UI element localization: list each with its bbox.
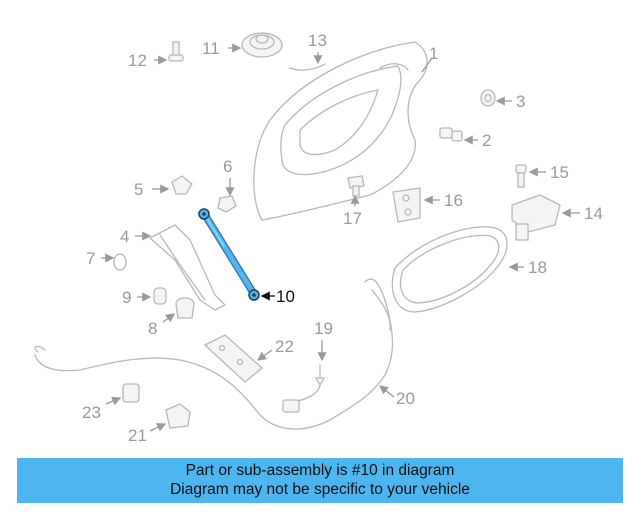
callout-7: 7 [86, 249, 95, 268]
callout-4: 4 [120, 227, 129, 246]
part-16 [392, 187, 421, 223]
part-14 [511, 194, 561, 241]
callout-22: 22 [275, 337, 294, 356]
part-17 [347, 175, 365, 197]
gas-strut-part-10[interactable] [198, 208, 260, 301]
parts-diagram: 1 2 3 11 12 13 15 14 [34, 31, 603, 445]
callout-19: 19 [314, 319, 333, 338]
callout-14: 14 [584, 204, 603, 223]
banner-line-1: Part or sub-assembly is #10 in diagram [185, 462, 455, 479]
callout-9: 9 [122, 288, 131, 307]
part-18 [391, 226, 508, 313]
part-4 [149, 224, 226, 311]
connector [282, 399, 300, 413]
part-23 [122, 383, 140, 403]
part-15 [515, 164, 527, 188]
callout-1: 1 [429, 44, 438, 63]
callout-12: 12 [128, 51, 147, 70]
trunk-lid [253, 41, 428, 221]
info-banner: Part or sub-assembly is #10 in diagram D… [17, 458, 623, 503]
part-3 [480, 89, 496, 107]
callout-13: 13 [308, 31, 327, 50]
callout-15: 15 [550, 163, 569, 182]
callout-6: 6 [223, 157, 232, 176]
callout-21: 21 [128, 426, 147, 445]
part-7 [113, 253, 127, 271]
callout-2: 2 [482, 131, 491, 150]
part-12 [168, 41, 184, 62]
callout-11: 11 [202, 39, 220, 58]
callout-3: 3 [516, 92, 525, 111]
part-8 [175, 297, 195, 319]
part-22 [203, 334, 263, 383]
callout-20: 20 [396, 389, 415, 408]
part-13 [289, 63, 326, 71]
part-2 [439, 127, 463, 142]
part-5 [171, 175, 193, 195]
part-6 [217, 195, 237, 213]
callout-5: 5 [134, 180, 143, 199]
callout-8: 8 [148, 319, 157, 338]
callout-16: 16 [444, 191, 463, 210]
callout-18: 18 [528, 258, 547, 277]
part-21 [165, 403, 191, 429]
callout-23: 23 [82, 403, 101, 422]
banner-line-2: Diagram may not be specific to your vehi… [170, 481, 470, 498]
part-9 [153, 287, 167, 305]
callout-10: 10 [276, 287, 295, 306]
part-19 [315, 364, 325, 386]
callout-17: 17 [343, 209, 362, 228]
part-11 [241, 32, 283, 58]
